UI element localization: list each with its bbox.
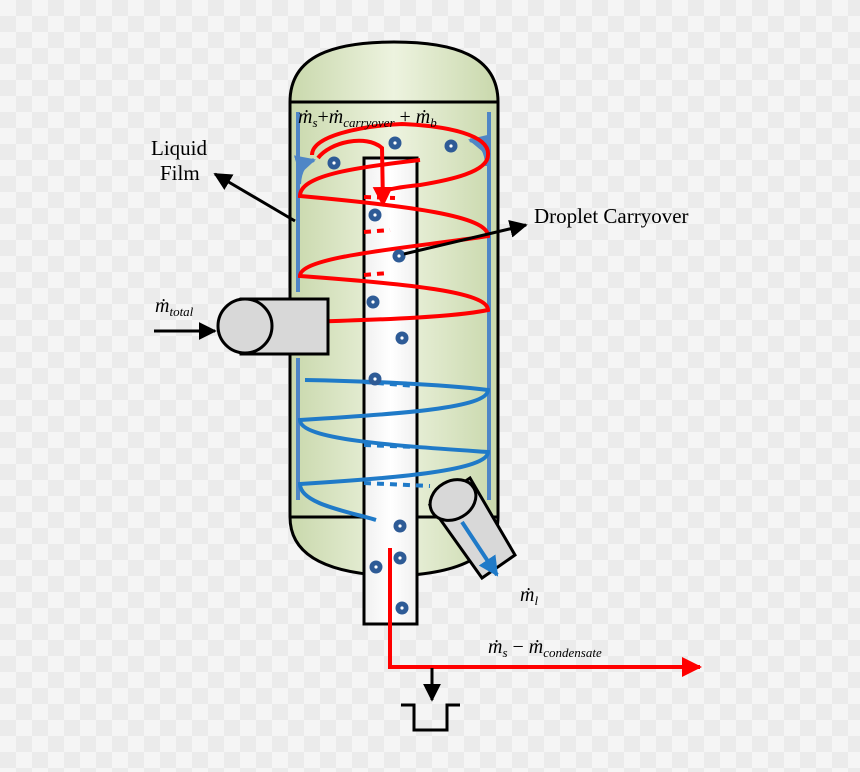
steam-outlet-line — [388, 548, 702, 677]
droplet — [368, 372, 382, 386]
drain-trap — [401, 703, 460, 732]
droplet — [395, 601, 409, 615]
droplet — [393, 519, 407, 533]
steam-outlet-flow-label: ṁs − ṁcondensate — [488, 636, 602, 660]
droplet-carryover-label: Droplet Carryover — [534, 204, 689, 228]
liquid-film-label: Liquid Film — [151, 136, 207, 186]
inlet-flow-label: ṁtotal — [155, 295, 194, 319]
droplet — [392, 249, 406, 263]
liquid-film-label-line2: Film — [160, 161, 200, 185]
droplet-carryover-pointer — [403, 219, 528, 256]
droplet — [327, 156, 341, 170]
liquid-outlet-flow-label: ṁl — [520, 584, 539, 608]
droplet — [395, 331, 409, 345]
top-flow-label: ṁs+ṁcarryover + ṁb — [298, 106, 437, 130]
film-recirculation-arrow-left — [293, 155, 316, 185]
droplet — [368, 208, 382, 222]
blue-swirl-flow — [297, 378, 491, 522]
liquid-outlet-arrow — [460, 520, 499, 577]
liquid-film-label-line1: Liquid — [151, 136, 207, 160]
droplets — [327, 136, 458, 615]
red-descending-arrow — [316, 138, 393, 207]
droplet — [369, 560, 383, 574]
liquid-film-pointer — [213, 172, 296, 223]
inlet-pipe — [216, 297, 330, 356]
droplet — [444, 139, 458, 153]
droplet — [388, 136, 402, 150]
droplet — [366, 295, 380, 309]
droplet — [393, 551, 407, 565]
liquid-outlet-pipe — [427, 475, 517, 581]
